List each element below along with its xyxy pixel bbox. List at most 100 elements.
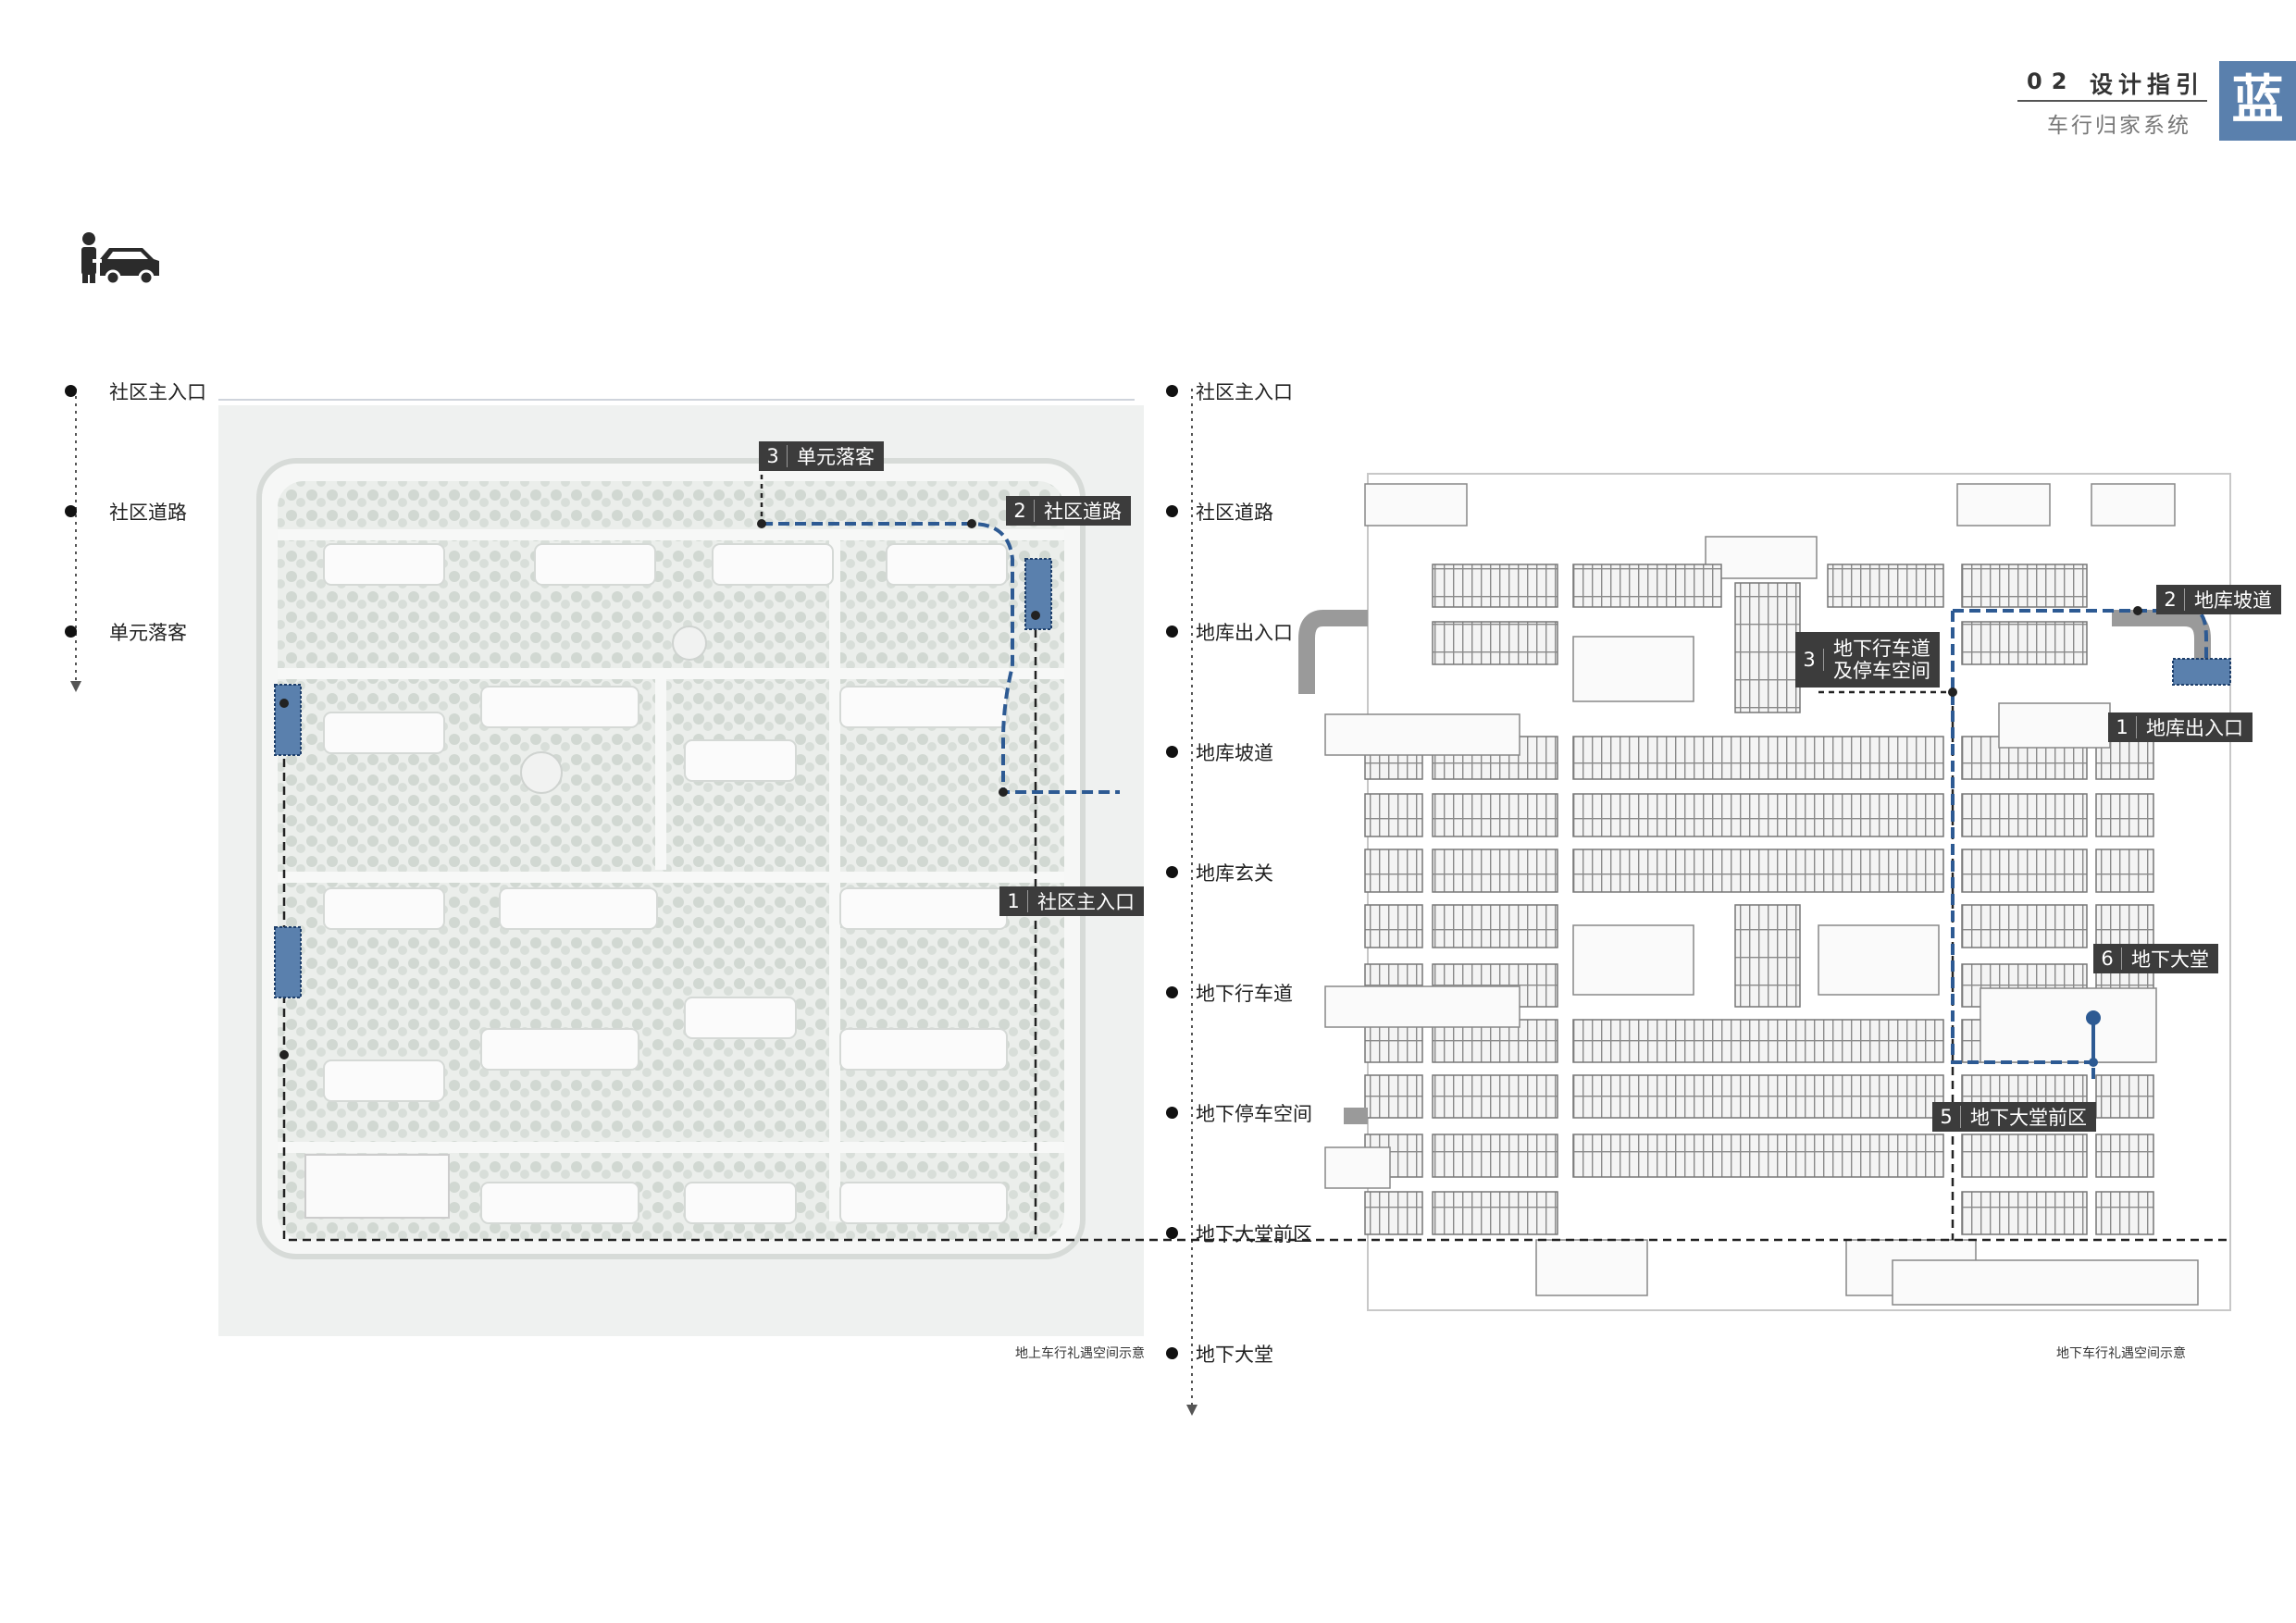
parking-bay: [1961, 904, 2088, 948]
callout-3-right: 3 地下行车道及停车空间: [1795, 632, 1940, 688]
parking-bay: [1734, 582, 1801, 713]
parking-bay: [1364, 849, 1423, 893]
parking-bay: [1961, 793, 2088, 837]
callout-3-left: 3 单元落客: [759, 441, 884, 471]
callout-number: 1: [999, 890, 1028, 912]
building-core: [1705, 536, 1818, 579]
callout-number: 3: [759, 445, 788, 467]
parking-bay: [1572, 1074, 1944, 1119]
parking-bay: [1572, 793, 1944, 837]
left-plan-caption: 地上车行礼遇空间示意: [1015, 1346, 1145, 1361]
parking-bay: [1961, 849, 2088, 893]
building-core: [1324, 985, 1520, 1028]
callout-label: 地下大堂前区: [1970, 1107, 2087, 1129]
chapter-title: 设计指引: [2090, 71, 2205, 98]
building-core: [1364, 483, 1468, 527]
chapter-subtitle: 车行归家系统: [2047, 114, 2191, 138]
callout-6-right: 6 地下大堂: [2093, 944, 2218, 973]
parking-bay: [1432, 793, 1558, 837]
right-timeline-step-label: 地下大堂前区: [1196, 1223, 1312, 1245]
parking-bay: [1432, 849, 1558, 893]
right-timeline-step-label: 地下大堂: [1196, 1344, 1273, 1366]
left-timeline-step-label: 单元落客: [109, 622, 187, 644]
parking-bay: [2095, 1191, 2154, 1235]
callout-label: 地库出入口: [2146, 717, 2243, 739]
parking-bay: [1432, 1191, 1558, 1235]
parking-bay: [1572, 564, 1722, 608]
callout-number: 3: [1795, 649, 1824, 671]
parking-bay: [2095, 793, 2154, 837]
parking-bay: [2095, 1134, 2154, 1178]
building-core: [1818, 924, 1940, 996]
parking-bay: [1432, 621, 1558, 665]
callout-number: 6: [2093, 948, 2122, 970]
callout-label: 社区主入口: [1037, 891, 1135, 913]
parking-bay: [1961, 1134, 2088, 1178]
parking-bay: [1961, 564, 2088, 608]
building-core: [1324, 1146, 1391, 1189]
brand-badge: 蓝: [2219, 61, 2296, 141]
right-timeline-step-dot: [1166, 986, 1178, 998]
building-core: [1892, 1259, 2199, 1306]
right-timeline-step-label: 社区主入口: [1196, 381, 1293, 403]
chapter-number: 02: [2027, 68, 2077, 94]
parking-bay: [1432, 1074, 1558, 1119]
callout-number: 2: [1006, 500, 1035, 522]
parking-bay: [1364, 1191, 1423, 1235]
parking-bay: [1827, 564, 1944, 608]
left-timeline-step-dot: [65, 626, 77, 638]
right-timeline-step-dot: [1166, 1107, 1178, 1119]
callout-1-left: 1 社区主入口: [999, 886, 1144, 916]
building-core: [1324, 713, 1520, 756]
parking-bay: [1432, 1134, 1558, 1178]
right-timeline-step-dot: [1166, 626, 1178, 638]
building-core: [1956, 483, 2051, 527]
parking-bay: [1734, 904, 1801, 1008]
right-timeline-step-label: 地下停车空间: [1196, 1103, 1312, 1125]
right-plan-caption: 地下车行礼遇空间示意: [2056, 1346, 2186, 1361]
building-core: [1572, 636, 1694, 702]
callout-label: 社区道路: [1044, 501, 1122, 523]
parking-bay: [1961, 1191, 2088, 1235]
callout-label: 单元落客: [797, 446, 875, 468]
right-timeline-step-label: 地库出入口: [1196, 622, 1293, 644]
building-core: [1980, 987, 2157, 1063]
parking-bay: [1572, 736, 1944, 780]
callout-label: 地下大堂: [2131, 948, 2209, 971]
callout-number: 5: [1932, 1106, 1961, 1128]
parking-bay: [2095, 1074, 2154, 1119]
parking-bay: [1364, 904, 1423, 948]
header-divider: [2017, 100, 2207, 102]
right-timeline-step-label: 地库坡道: [1196, 742, 1273, 764]
parking-bay: [1432, 564, 1558, 608]
residential-building: [534, 543, 656, 586]
parking-bay: [1572, 1019, 1944, 1063]
parking-bay: [1364, 793, 1423, 837]
callout-5-right: 5 地下大堂前区: [1932, 1102, 2096, 1132]
callout-2-left: 2 社区道路: [1006, 496, 1131, 526]
parking-bay: [1364, 1074, 1423, 1119]
callout-number: 1: [2108, 716, 2137, 738]
callout-2-right: 2 地库坡道: [2156, 585, 2281, 614]
building-core: [1535, 1239, 1648, 1296]
parking-bay: [1572, 1134, 1944, 1178]
building-core: [1572, 924, 1694, 996]
callout-label-line2: 及停车空间: [1833, 660, 1930, 682]
residential-building: [323, 543, 445, 586]
left-timeline-step-dot: [65, 505, 77, 517]
right-timeline-step-label: 地库玄关: [1196, 862, 1273, 885]
right-timeline-step-dot: [1166, 385, 1178, 397]
right-timeline-step-label: 社区道路: [1196, 502, 1273, 524]
left-timeline-step-label: 社区主入口: [109, 381, 206, 403]
building-core: [2091, 483, 2176, 527]
right-timeline-step-dot: [1166, 746, 1178, 758]
right-timeline-step-dot: [1166, 866, 1178, 878]
parking-bay: [1961, 621, 2088, 665]
right-timeline-step-dot: [1166, 1227, 1178, 1239]
right-timeline-step-label: 地下行车道: [1196, 983, 1293, 1005]
callout-1-right: 1 地库出入口: [2108, 712, 2253, 742]
right-timeline-step-dot: [1166, 505, 1178, 517]
callout-number: 2: [2156, 588, 2185, 611]
left-timeline-step-dot: [65, 385, 77, 397]
